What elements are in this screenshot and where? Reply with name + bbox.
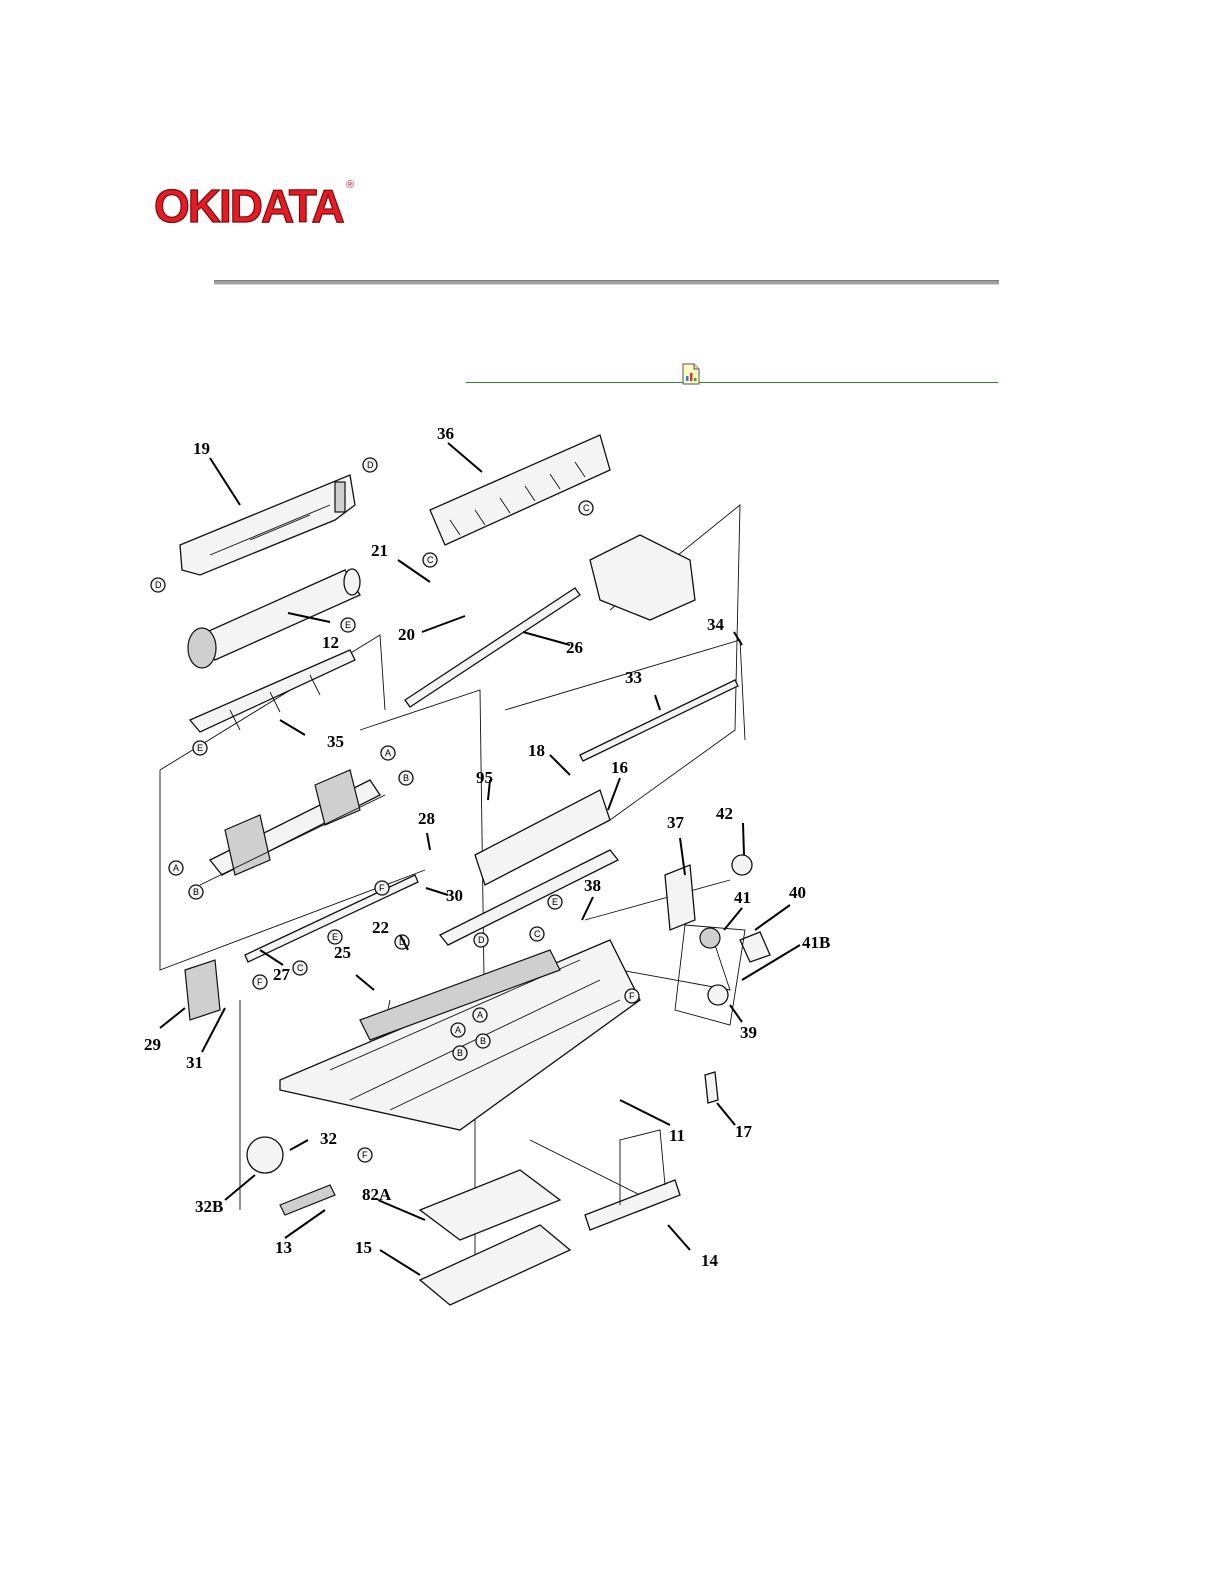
part-33-rod — [580, 680, 738, 761]
callout-34: 34 — [707, 615, 725, 634]
callout-21: 21 — [371, 541, 388, 560]
callout-32b: 32B — [195, 1197, 223, 1216]
callout-33: 33 — [625, 668, 642, 687]
callout-40: 40 — [789, 883, 806, 902]
ref-letter-a: A — [477, 1010, 483, 1020]
part-16-bar — [440, 850, 618, 945]
part-29-frame — [185, 960, 220, 1020]
callout-41: 41 — [734, 888, 751, 907]
callout-28: 28 — [418, 809, 435, 828]
callout-16: 16 — [611, 758, 628, 777]
ref-letter-e: E — [552, 897, 558, 907]
ref-letter-c: C — [297, 963, 304, 973]
callout-14: 14 — [701, 1251, 719, 1270]
ref-letter-c: C — [583, 503, 590, 513]
ref-letter-e: E — [345, 620, 351, 630]
callout-31: 31 — [186, 1053, 203, 1072]
part-15-bottom — [420, 1225, 570, 1305]
ref-letter-b: B — [457, 1048, 463, 1058]
callout-35: 35 — [327, 732, 344, 751]
ref-letter-f: F — [379, 883, 385, 893]
ref-letter-b: B — [403, 773, 409, 783]
ref-letter-b: B — [480, 1036, 486, 1046]
part-19-cover — [180, 475, 355, 575]
callout-39: 39 — [740, 1023, 757, 1042]
okidata-logo: OKIDATA ® — [152, 172, 362, 232]
callout-32: 32 — [320, 1129, 337, 1148]
callout-11: 11 — [669, 1126, 685, 1145]
part-13-cover — [280, 1185, 335, 1215]
ref-letter-f: F — [629, 991, 635, 1001]
callout-82a: 82A — [362, 1185, 392, 1204]
ref-letter-e: E — [197, 743, 203, 753]
ref-letter-a: A — [173, 863, 179, 873]
link-underline — [466, 382, 998, 383]
gear-cluster — [665, 855, 770, 1025]
callout-17: 17 — [735, 1122, 753, 1141]
part-17-lever — [705, 1072, 718, 1103]
callout-27: 27 — [273, 965, 291, 984]
callout-29: 29 — [144, 1035, 161, 1054]
callout-30: 30 — [446, 886, 463, 905]
ref-letter-b: B — [193, 887, 199, 897]
part-27-shaft — [245, 875, 418, 962]
part-32-motor — [247, 1137, 283, 1173]
callout-25: 25 — [334, 943, 351, 962]
ref-letter-a: A — [455, 1025, 461, 1035]
ref-letter-c: C — [427, 555, 434, 565]
callout-20: 20 — [398, 625, 415, 644]
callout-36: 36 — [437, 424, 454, 443]
ref-letter-c: C — [534, 929, 541, 939]
header-divider — [214, 280, 999, 285]
ref-letter-d: D — [478, 935, 485, 945]
ref-letter-d: D — [155, 580, 162, 590]
callout-26: 26 — [566, 638, 583, 657]
callout-38: 38 — [584, 876, 601, 895]
callout-13: 13 — [275, 1238, 292, 1257]
callout-41b: 41B — [802, 933, 830, 952]
ref-letter-f: F — [362, 1150, 368, 1160]
part-14-tray — [585, 1180, 680, 1230]
registered-mark: ® — [346, 179, 354, 191]
callout-15: 15 — [355, 1238, 372, 1257]
callout-18: 18 — [528, 741, 545, 760]
callout-95: 95 — [476, 768, 493, 787]
callout-12: 12 — [322, 633, 339, 652]
ref-letter-e: E — [332, 932, 338, 942]
callout-22: 22 — [372, 918, 389, 937]
ref-letter-f: F — [257, 977, 263, 987]
callout-37: 37 — [667, 813, 685, 832]
tractor-assembly — [200, 770, 385, 885]
carriage — [590, 535, 695, 620]
exploded-parts-diagram: D D E E C C A B A B F E C F D D C E F A … — [130, 410, 850, 1330]
document-chart-icon[interactable] — [680, 363, 702, 385]
part-35-guide — [190, 650, 355, 732]
ref-letter-d: D — [367, 460, 374, 470]
brand-name: OKIDATA — [154, 180, 343, 232]
ref-letter-a: A — [385, 748, 391, 758]
callout-19: 19 — [193, 439, 210, 458]
part-26-shaft — [405, 588, 580, 707]
part-12-platen — [188, 569, 360, 668]
callout-42: 42 — [716, 804, 733, 823]
